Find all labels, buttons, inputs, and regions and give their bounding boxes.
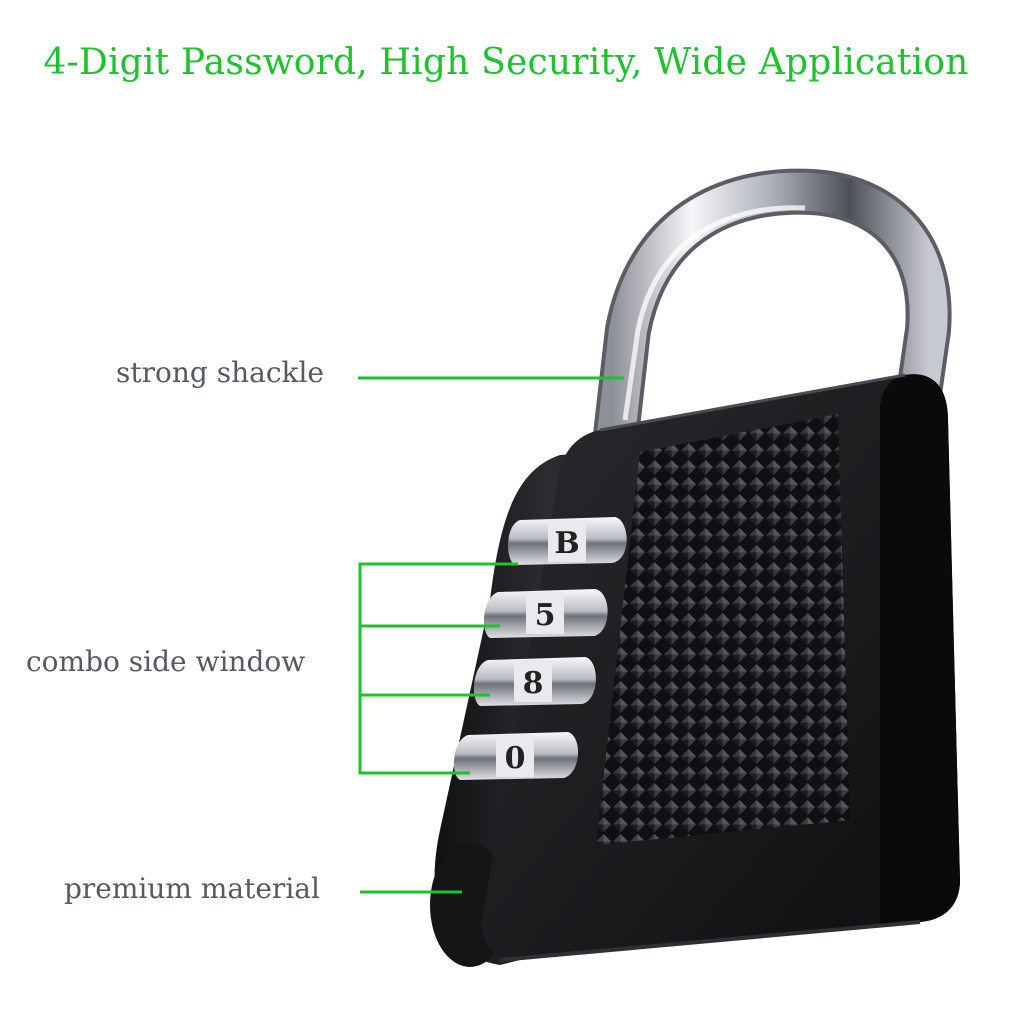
callout-strong-shackle: strong shackle [116,356,324,389]
dial-3: 8 [473,657,596,706]
callout-combo-side-window: combo side window [26,645,306,678]
shackle [589,168,952,473]
headline: 4-Digit Password, High Security, Wide Ap… [0,42,1012,83]
combo-dials: B 5 8 0 [453,517,627,780]
dial-2: 5 [483,589,608,638]
dial-digit: B [554,526,579,561]
callout-lines [358,376,624,894]
callout-premium-material: premium material [64,872,320,905]
dial-4: 0 [453,732,579,780]
headline-text: 4-Digit Password, High Security, Wide Ap… [43,42,969,83]
dial-1: B [508,517,627,565]
dial-digit: 8 [523,666,544,701]
dial-digit: 0 [505,741,526,776]
dial-digit: 5 [535,598,556,633]
combo-leader-bracket [358,562,518,775]
textured-face [596,414,850,845]
